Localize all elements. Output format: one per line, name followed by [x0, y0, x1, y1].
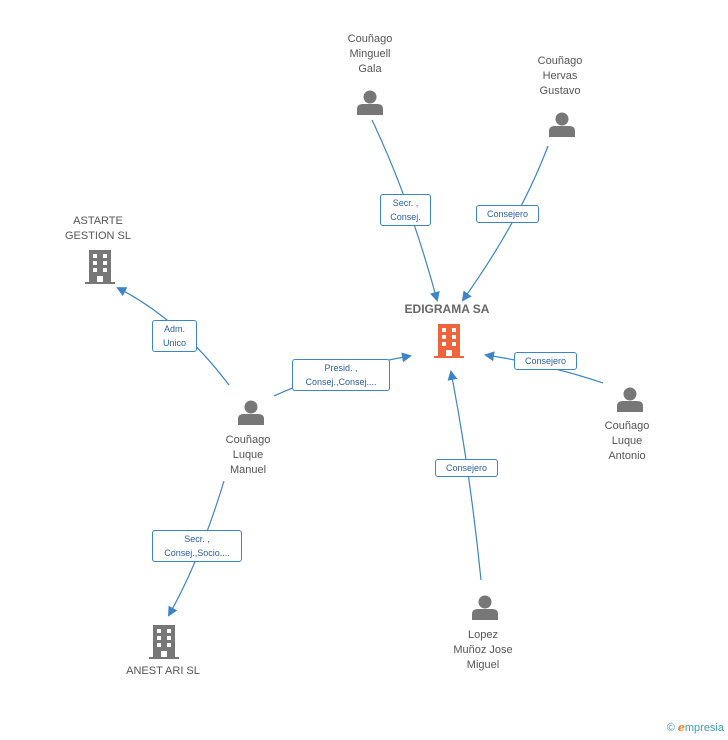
- node-label-astarte[interactable]: ASTARTE GESTION SL: [64, 215, 132, 242]
- person-icon: [472, 595, 498, 620]
- brand-logo-letter: e: [677, 721, 685, 734]
- edge-label-lopez-edigrama[interactable]: Consejero: [435, 459, 498, 477]
- edge-label-manuel-edigrama[interactable]: Presid. , Consej.,Consej....: [292, 359, 390, 391]
- node-label-hervas[interactable]: Couñago Hervas Gustavo: [537, 55, 583, 97]
- edge-label-hervas-edigrama[interactable]: Consejero: [476, 205, 539, 223]
- edge-label-minguell-edigrama[interactable]: Secr. , Consej.: [380, 194, 431, 226]
- node-label-manuel[interactable]: Couñago Luque Manuel: [225, 434, 271, 476]
- building-icon: [85, 250, 115, 284]
- person-icon: [617, 387, 643, 412]
- footer-brand: © empresia: [667, 721, 724, 734]
- person-icon: [549, 112, 575, 137]
- node-label-minguell[interactable]: Couñago Minguell Gala: [347, 33, 393, 75]
- building-icon: [149, 625, 179, 659]
- node-label-edigrama[interactable]: EDIGRAMA SA: [404, 302, 490, 316]
- person-icon: [238, 400, 264, 425]
- node-label-lopez[interactable]: Lopez Muñoz Jose Miguel: [453, 629, 513, 671]
- node-label-antonio[interactable]: Couñago Luque Antonio: [604, 420, 650, 462]
- edge-label-antonio-edigrama[interactable]: Consejero: [514, 352, 577, 370]
- edge-label-manuel-astarte[interactable]: Adm. Unico: [152, 320, 197, 352]
- building-icon-main: [434, 324, 464, 358]
- edge-hervas-edigrama: [461, 145, 549, 302]
- brand-logo-text: mpresia: [684, 722, 724, 734]
- copyright-symbol: ©: [666, 722, 675, 734]
- node-label-anest[interactable]: ANEST ARI SL: [126, 665, 200, 677]
- edge-label-manuel-anest[interactable]: Secr. , Consej.,Socio....: [152, 530, 242, 562]
- person-icon: [357, 90, 383, 115]
